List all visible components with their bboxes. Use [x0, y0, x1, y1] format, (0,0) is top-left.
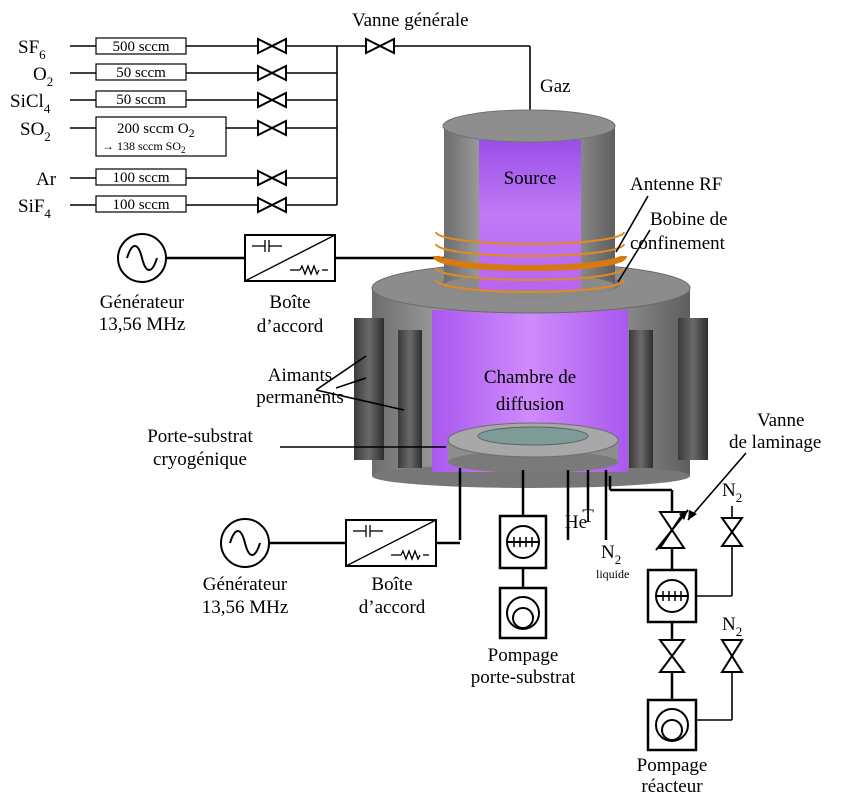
label-bobine-2: confinement	[630, 233, 726, 254]
valve-ar-left	[257, 169, 275, 187]
rf-generator-top: Générateur 13,56 MHz Boîte d’accord	[99, 233, 445, 337]
label-porte-1: Porte-substrat	[147, 426, 253, 447]
label-bobine-1: Bobine de	[650, 209, 728, 230]
chambre-label-2: diffusion	[496, 394, 565, 415]
sine-icon	[126, 245, 158, 271]
mfc-o2-label: 50 sccm	[116, 65, 166, 81]
mfc-sicl4-label: 50 sccm	[116, 92, 166, 108]
gas-o2: O2	[33, 64, 53, 89]
valve-isolation-top	[658, 639, 686, 658]
valve-ar-right	[269, 169, 287, 187]
valve-sicl4-right	[269, 91, 287, 109]
label-vanne-generale: Vanne générale	[352, 10, 469, 31]
magnet-right-inner	[629, 330, 653, 468]
chambre-label-1: Chambre de	[484, 367, 576, 388]
pomp-r-label-2: réacteur	[641, 776, 703, 796]
gas-sf6: SF6	[18, 37, 46, 62]
mfc-so2	[95, 116, 227, 157]
label-aimants-2: permanents	[256, 387, 344, 408]
valve-isolation-bottom	[658, 654, 686, 673]
label-vanne-lam-2: de laminage	[729, 432, 821, 453]
valve-so2-right	[269, 119, 287, 137]
source-top	[442, 109, 616, 143]
boite2-label-1: Boîte	[371, 574, 412, 595]
substrate-holder	[447, 422, 619, 473]
source-label: Source	[504, 168, 557, 189]
valve-n2-b-top	[720, 639, 744, 658]
valve-sf6-left	[257, 37, 275, 55]
mfc-so2-line2: → 138 sccm SO2	[102, 139, 186, 155]
valve-n2-b-bottom	[720, 654, 744, 673]
label-he: He	[565, 512, 587, 533]
mfc-boxes: 500 sccm 50 sccm 50 sccm 200 sccm O2 → 1…	[95, 37, 227, 213]
gas-so2: SO2	[20, 119, 51, 144]
rf-antenna-coils	[433, 231, 627, 293]
valve-so2-left	[257, 119, 275, 137]
gen1-label-1: Générateur	[100, 292, 185, 313]
boite2-label-2: d’accord	[359, 597, 426, 618]
pomp-ps-label-2: porte-substrat	[471, 667, 576, 688]
mfc-sf6	[95, 37, 187, 55]
label-antenne-rf: Antenne RF	[630, 174, 722, 195]
label-vanne-lam-1: Vanne	[757, 410, 804, 431]
gas-sif4: SiF4	[18, 196, 51, 221]
mfc-sf6-label: 500 sccm	[112, 39, 169, 55]
gen2-label-1: Générateur	[203, 574, 288, 595]
valve-o2-left	[257, 64, 275, 82]
valve-sicl4-left	[257, 91, 275, 109]
valve-sif4-right	[269, 196, 287, 214]
label-aimants-1: Aimants	[268, 365, 332, 386]
sine-icon-2	[229, 530, 261, 556]
gas-names: SF6 O2 SiCl4 SO2 Ar SiF4	[10, 37, 57, 221]
mfc-so2-line1: 200 sccm O2	[117, 121, 195, 140]
gas-valves	[257, 37, 395, 214]
valve-general-left	[365, 37, 383, 55]
mfc-sicl4	[95, 90, 187, 108]
valve-n2-a-bottom	[720, 530, 744, 547]
valve-sif4-left	[257, 196, 275, 214]
label-n2-liquide: N2	[601, 542, 621, 567]
label-liquide: liquide	[596, 567, 629, 581]
reactor-pumping	[608, 476, 744, 752]
gas-ar: Ar	[36, 169, 57, 190]
label-gaz: Gaz	[540, 76, 571, 97]
rf-generator-bottom: Générateur 13,56 MHz Boîte d’accord	[202, 518, 460, 618]
label-t: T	[582, 506, 594, 527]
magnet-left-inner	[398, 330, 422, 468]
label-porte-2: cryogénique	[153, 449, 247, 470]
pomp-r-label-1: Pompage	[637, 755, 708, 776]
gen1-label-2: 13,56 MHz	[99, 314, 186, 335]
boite1-label-2: d’accord	[257, 316, 324, 337]
boite1-label-1: Boîte	[269, 292, 310, 313]
magnet-right-outer	[678, 318, 708, 460]
label-n2-b: N2	[722, 614, 742, 639]
label-n2-a: N2	[722, 480, 742, 505]
pomp-ps-label-1: Pompage	[488, 645, 559, 666]
gas-sicl4: SiCl4	[10, 91, 51, 116]
mfc-o2	[95, 63, 187, 81]
valve-n2-a-top	[720, 517, 744, 534]
valve-general-right	[377, 37, 395, 55]
mfc-ar	[95, 168, 187, 186]
pump-porte-substrat	[498, 514, 548, 640]
mfc-sif4	[95, 195, 187, 213]
valve-sf6-right	[269, 37, 287, 55]
substrate-wafer	[477, 426, 589, 446]
mfc-ar-label: 100 sccm	[112, 170, 169, 186]
magnet-left-outer	[354, 318, 384, 460]
valve-o2-right	[269, 64, 287, 82]
gen2-label-2: 13,56 MHz	[202, 597, 289, 618]
mfc-sif4-label: 100 sccm	[112, 197, 169, 213]
